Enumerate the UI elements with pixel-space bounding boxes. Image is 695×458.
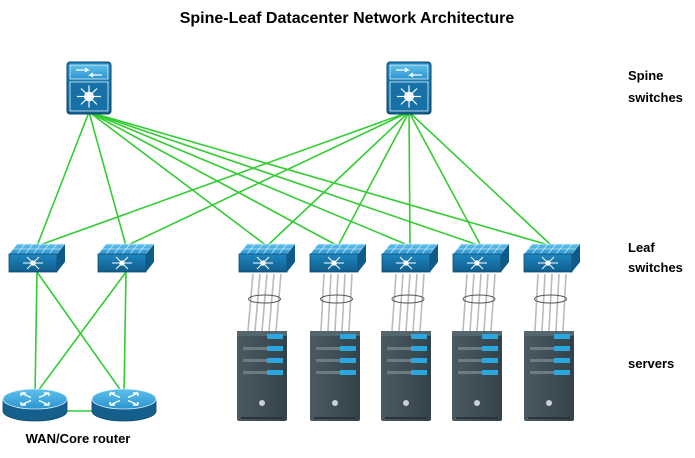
link-spine1-leaf5 <box>88 111 411 247</box>
leaf-2 <box>97 243 155 273</box>
cable <box>348 273 353 332</box>
cable-bundle-1 <box>247 273 282 332</box>
link-spine2-leaf7 <box>408 111 553 247</box>
network-devices <box>2 61 581 422</box>
spine-2 <box>386 61 432 115</box>
server-3 <box>381 331 431 421</box>
cable <box>562 273 567 332</box>
page-title: Spine-Leaf Datacenter Network Architectu… <box>180 10 515 27</box>
cable <box>391 273 397 332</box>
leaf-5 <box>381 243 439 273</box>
router-1 <box>2 388 68 422</box>
cable-tie <box>534 294 567 304</box>
cable <box>490 273 496 332</box>
cable-tie <box>248 294 281 304</box>
cable <box>419 273 425 332</box>
cable <box>320 273 325 332</box>
connection-lines <box>34 111 553 412</box>
server-cables <box>247 273 567 332</box>
spine-1 <box>66 61 112 115</box>
router-2 <box>91 388 157 422</box>
router-label: WAN/Core router <box>26 431 131 446</box>
link-leaf2-router1 <box>34 271 127 396</box>
server-2 <box>310 331 360 421</box>
server-5 <box>524 331 574 421</box>
cable-bundle-5 <box>534 273 567 332</box>
link-spine2-leaf1 <box>36 111 410 247</box>
leaf-label-line2: switches <box>628 260 683 275</box>
cable-bundle-4 <box>462 273 496 332</box>
cable <box>275 273 282 332</box>
link-spine2-leaf2 <box>125 111 410 247</box>
server-1 <box>237 331 287 421</box>
cable <box>462 273 468 332</box>
link-leaf2-router2 <box>123 271 127 396</box>
link-spine1-leaf2 <box>88 111 127 247</box>
cable <box>247 273 254 332</box>
link-spine1-leaf3 <box>88 111 268 247</box>
link-spine2-leaf5 <box>408 111 411 247</box>
spine-label-line1: Spine <box>628 68 663 83</box>
leaf-3 <box>238 243 296 273</box>
leaf-4 <box>309 243 367 273</box>
leaf-1 <box>8 243 66 273</box>
servers-label: servers <box>628 356 674 371</box>
link-spine1-leaf4 <box>88 111 339 247</box>
cable-bundle-2 <box>320 273 353 332</box>
cable-tie <box>320 294 353 304</box>
link-spine1-leaf1 <box>36 111 90 247</box>
link-spine2-leaf6 <box>408 111 482 247</box>
link-spine1-leaf6 <box>88 111 482 247</box>
cable-tie <box>391 294 425 304</box>
link-spine2-leaf4 <box>337 111 410 247</box>
spine-label-line2: switches <box>628 90 683 105</box>
leaf-label-line1: Leaf <box>628 240 655 255</box>
link-spine1-leaf7 <box>88 111 553 247</box>
cable <box>534 273 539 332</box>
link-spine2-leaf3 <box>266 111 410 247</box>
cable-bundle-3 <box>391 273 425 332</box>
leaf-7 <box>523 243 581 273</box>
cable-tie <box>462 294 496 304</box>
server-4 <box>452 331 502 421</box>
leaf-6 <box>452 243 510 273</box>
link-leaf1-router1 <box>34 271 38 396</box>
